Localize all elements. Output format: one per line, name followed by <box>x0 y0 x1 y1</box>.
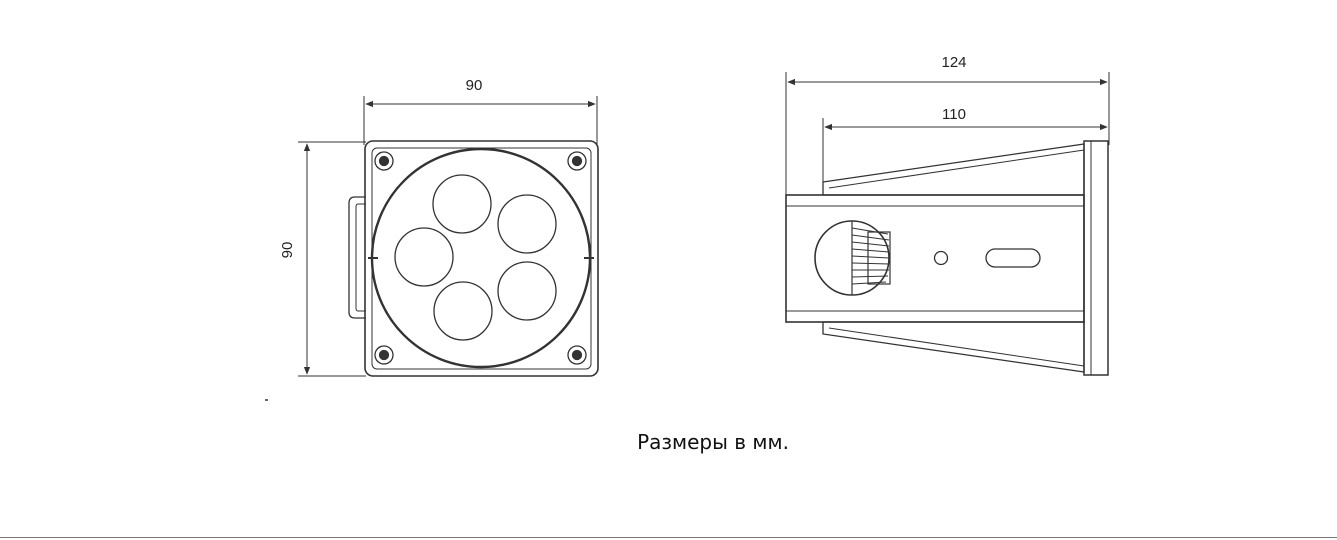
led-lens <box>394 227 454 287</box>
side-overall-length-label: 124 <box>941 54 966 71</box>
bracket-body <box>785 194 1085 323</box>
side-view <box>785 72 1110 376</box>
corner-screw-icon <box>374 151 394 171</box>
caption: Размеры в мм. <box>637 430 789 454</box>
led-lens <box>432 174 492 234</box>
corner-screw-icon <box>567 151 587 171</box>
front-view <box>298 96 599 377</box>
bottom-divider <box>0 537 1337 538</box>
adjustment-slot <box>985 248 1041 268</box>
led-lens <box>497 261 557 321</box>
side-body-length-label: 110 <box>942 106 966 123</box>
corner-screw-icon <box>567 345 587 365</box>
front-width-dimension <box>363 96 598 145</box>
led-lens <box>433 281 493 341</box>
side-body-dimension <box>822 118 1108 185</box>
mounting-bracket-tab <box>348 196 366 319</box>
housing-plate <box>364 140 599 377</box>
led-lens <box>497 194 557 254</box>
cable-gland-icon <box>814 220 891 296</box>
mounting-hole <box>933 250 949 266</box>
front-height-label: 90 <box>279 242 296 259</box>
corner-screw-icon <box>374 345 394 365</box>
side-overall-dimension <box>785 72 1110 195</box>
front-height-dimension <box>298 141 366 377</box>
front-bezel <box>1083 140 1109 376</box>
front-width-label: 90 <box>466 77 483 94</box>
